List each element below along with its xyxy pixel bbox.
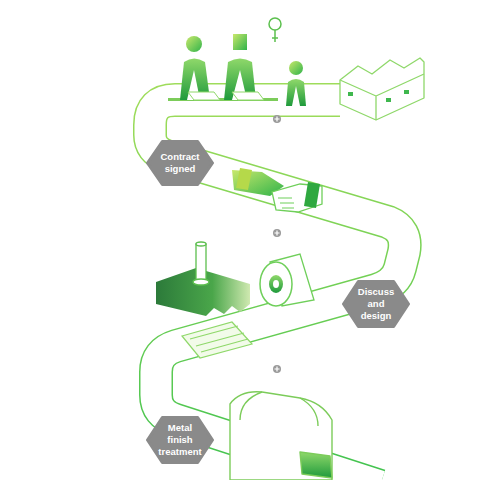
plus-sign-part <box>275 231 280 236</box>
handshake <box>232 168 322 212</box>
metal-sheets-part <box>182 322 252 358</box>
handshake-part <box>304 182 320 208</box>
people-at-desk-part <box>289 61 303 75</box>
plus-marker <box>273 115 281 373</box>
stamping-press-part <box>196 244 206 282</box>
hexagon-outline <box>148 418 213 463</box>
step-label: Contract signed <box>157 151 203 175</box>
metal-roll-part <box>269 275 283 293</box>
factory-building-part <box>404 90 409 94</box>
people-at-desk-part <box>269 18 281 30</box>
people-at-desk-part <box>292 86 300 106</box>
plus-marker-part <box>273 365 281 373</box>
handshake-part <box>236 168 252 190</box>
treatment-furnace-part <box>240 392 318 426</box>
people-at-desk-part <box>233 34 247 50</box>
stamping-press-part <box>196 242 206 246</box>
conveyor-belt-part <box>150 100 405 480</box>
step-label: Discuss and design <box>353 286 399 322</box>
hexagon-outline <box>344 282 409 327</box>
conveyor-belt-part <box>150 100 405 480</box>
step-hexagon: Discuss and design <box>342 280 410 328</box>
people-at-desk <box>168 18 306 106</box>
step-label: Metal finish treatment <box>157 422 203 458</box>
factory-building-part <box>348 92 353 96</box>
metal-roll <box>260 254 314 306</box>
factory-building-part <box>386 98 391 102</box>
hexagon-outline <box>148 142 213 185</box>
plus-sign-part <box>275 117 280 122</box>
handshake-part <box>278 198 294 208</box>
people-at-desk-part <box>188 92 220 100</box>
plus-marker-part <box>273 229 281 237</box>
plus-sign <box>275 117 280 372</box>
step-hexagon: Metal finish treatment <box>146 416 214 464</box>
metal-sheets <box>182 322 252 358</box>
metal-sheets-part <box>190 326 248 352</box>
treatment-furnace-part <box>230 392 332 480</box>
factory-building <box>340 58 424 120</box>
people-at-desk-part <box>186 36 202 52</box>
step-hexagon: Contract signed <box>146 140 214 186</box>
treatment-furnace <box>230 392 332 480</box>
people-at-desk-part <box>286 79 306 106</box>
stamping-press-part <box>193 279 209 285</box>
factory-building-part <box>340 58 424 120</box>
plus-marker-part <box>273 115 281 123</box>
people-at-desk-part <box>232 92 264 100</box>
people-at-desk-part <box>272 30 278 42</box>
plus-sign-part <box>275 367 280 372</box>
treatment-furnace-part <box>300 452 332 478</box>
conveyor-belt <box>150 100 405 480</box>
metal-roll-part <box>260 262 292 306</box>
stamping-press <box>156 242 250 316</box>
metal-roll-part <box>273 280 279 288</box>
factory-building-part <box>340 74 424 120</box>
